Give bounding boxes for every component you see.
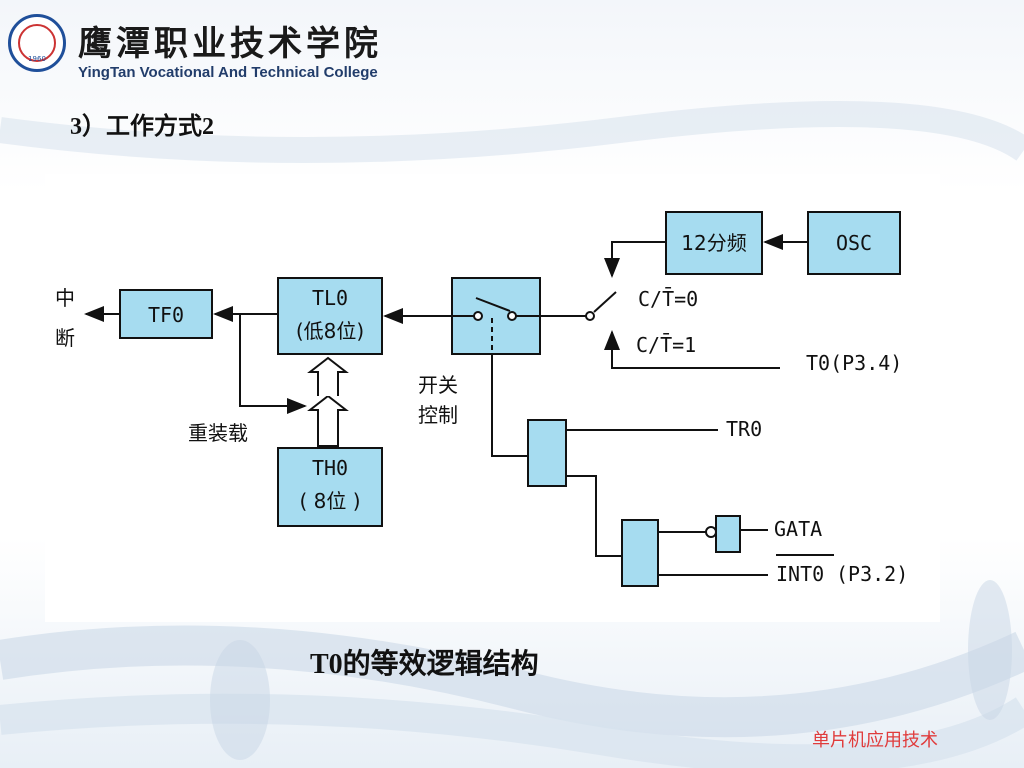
reload-path: [239, 314, 307, 414]
switch-control-label-2: 控制: [418, 403, 458, 427]
college-logo: 1960: [8, 14, 66, 72]
tr0-label: TR0: [726, 417, 762, 441]
ct-switch-node: [585, 311, 595, 321]
college-name-english: YingTan Vocational And Technical College: [78, 64, 378, 81]
ct0-label: C/T̄=0: [638, 286, 698, 311]
diagram-caption: T0的等效逻辑结构: [310, 649, 539, 680]
osc-label: OSC: [836, 231, 872, 255]
ct1-label: C/T̄=1: [636, 332, 696, 357]
div12-block: [665, 211, 763, 275]
tf0-block: [119, 289, 213, 339]
gate-inverter-bubble: [705, 526, 717, 538]
tl0-label-1: TL0: [312, 286, 348, 310]
gate-inverter-block: [715, 515, 741, 553]
gate-link-line: [566, 475, 622, 557]
reload-label: 重装载: [188, 421, 248, 445]
tl0-block: [277, 277, 383, 355]
college-name-chinese: 鹰潭职业技术学院: [78, 24, 382, 64]
int0-pin-label: (P3.2): [836, 562, 908, 586]
gate-label: GATA: [774, 517, 822, 541]
header: 1960 鹰潭职业技术学院 YingTan Vocational And Tec…: [8, 8, 378, 88]
course-footer: 单片机应用技术: [812, 730, 938, 751]
t0-logic-diagram: 中 断 TF0 TL0 (低8位) 重装载 TH0 ( 8位 ) 开关 控制: [55, 211, 908, 587]
diagram-panel: 中 断 TF0 TL0 (低8位) 重装载 TH0 ( 8位 ) 开关 控制: [45, 174, 940, 622]
t0-pin-label: T0(P3.4): [806, 351, 902, 375]
control-line: [491, 354, 528, 457]
th0-block: [277, 447, 383, 527]
int0-label: INT0: [776, 562, 824, 586]
and-gate-tr0: [527, 419, 567, 487]
reload-hollow-arrow: [307, 394, 349, 447]
ct1-path: [604, 330, 780, 369]
tf0-label: TF0: [148, 303, 184, 327]
switch-control-label-1: 开关: [418, 373, 458, 397]
th0-label-2: ( 8位 ): [299, 489, 360, 513]
tl0-label-2: (低8位): [296, 319, 364, 343]
div12-label: 12分频: [681, 231, 746, 255]
ct0-path: [604, 241, 665, 278]
and-gate-2: [621, 519, 659, 587]
logo-year: 1960: [28, 55, 46, 63]
interrupt-label-2: 断: [55, 326, 75, 350]
section-title: 3）工作方式2: [70, 114, 214, 140]
interrupt-label-1: 中: [55, 286, 75, 310]
reload-hollow-arrow-2: [307, 356, 349, 396]
th0-label-1: TH0: [312, 456, 348, 480]
